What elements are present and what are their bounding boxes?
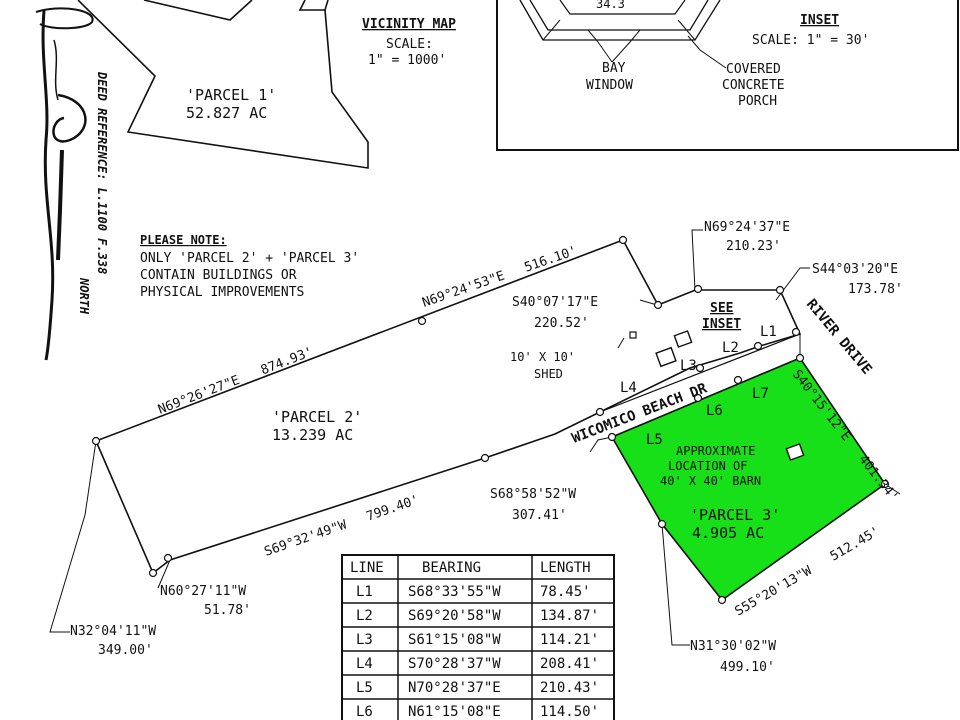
inset-box bbox=[496, 0, 959, 151]
course-4-length: 220.52' bbox=[534, 316, 589, 331]
inset-scale: SCALE: 1" = 30' bbox=[752, 33, 869, 48]
course-12-bearing: N31°30'02"W bbox=[690, 639, 776, 654]
barn-label-3: 40' X 40' BARN bbox=[660, 474, 761, 488]
deed-reference: DEED REFERENCE: L.1100 F.338 bbox=[95, 71, 109, 274]
parcel-1-name: 'PARCEL 1' bbox=[186, 86, 276, 104]
course-8-length: 799.40' bbox=[365, 493, 422, 525]
shed-label-2: SHED bbox=[534, 367, 563, 381]
course-7-bearing: S68°58'52"W bbox=[490, 487, 576, 502]
course-9-length: 512.45' bbox=[828, 524, 883, 564]
line-label-l4: L4 bbox=[620, 380, 637, 396]
parcel-2-outline bbox=[95, 239, 802, 575]
deed-reference-graphic bbox=[35, 7, 94, 361]
note-title: PLEASE NOTE: bbox=[140, 233, 227, 247]
bay-window-label-1: BAY bbox=[602, 61, 626, 76]
course-1-bearing: N69°24'37"E bbox=[704, 220, 790, 235]
line-label-l3: L3 bbox=[680, 358, 697, 374]
course-5-bearing: N69°26'27"E bbox=[156, 373, 242, 418]
course-2-length: 173.78' bbox=[848, 282, 903, 297]
see-inset-2: INSET bbox=[702, 317, 741, 332]
course-10-length: 51.78' bbox=[204, 603, 251, 618]
line-label-l1: L1 bbox=[760, 324, 777, 340]
survey-points bbox=[91, 235, 890, 605]
parcel-3-area: 4.905 AC bbox=[692, 524, 764, 542]
inset-dimension: 34.3 bbox=[596, 0, 625, 11]
parcel-1-outline bbox=[77, 0, 369, 169]
table-row-1-bearing: S68°33'55"W bbox=[408, 584, 501, 600]
vicinity-map-title: VICINITY MAP bbox=[362, 17, 456, 32]
table-row-2-length: 134.87' bbox=[540, 608, 599, 624]
line-table: LINE BEARING LENGTH L1 S68°33'55"W 78.45… bbox=[350, 560, 599, 720]
table-row-3-length: 114.21' bbox=[540, 632, 599, 648]
vicinity-map-scale-label: SCALE: bbox=[386, 37, 433, 52]
line-label-l5: L5 bbox=[646, 432, 663, 448]
table-row-4-line: L4 bbox=[356, 656, 373, 672]
vicinity-map-scale-value: 1" = 1000' bbox=[368, 53, 446, 68]
line-table-grid bbox=[341, 554, 615, 720]
table-row-5-length: 210.43' bbox=[540, 680, 599, 696]
river-drive-label: RIVER DRIVE bbox=[803, 296, 875, 377]
table-row-3-bearing: S61°15'08"W bbox=[408, 632, 501, 648]
course-11-bearing: N32°04'11"W bbox=[70, 624, 156, 639]
porch-label-3: PORCH bbox=[738, 94, 777, 109]
table-row-5-line: L5 bbox=[356, 680, 373, 696]
table-row-4-length: 208.41' bbox=[540, 656, 599, 672]
note-line-1: ONLY 'PARCEL 2' + 'PARCEL 3' bbox=[140, 251, 359, 266]
porch-label-1: COVERED bbox=[726, 62, 781, 77]
see-inset-1: SEE bbox=[710, 301, 733, 316]
course-11-length: 349.00' bbox=[98, 643, 153, 658]
course-7-length: 307.41' bbox=[512, 508, 567, 523]
table-row-4-bearing: S70°28'37"W bbox=[408, 656, 501, 672]
table-row-1-length: 78.45' bbox=[540, 584, 591, 600]
shed-label-1: 10' X 10' bbox=[510, 350, 575, 364]
table-header-length: LENGTH bbox=[540, 560, 591, 576]
course-4-bearing: S40°07'17"E bbox=[512, 295, 598, 310]
barn-label-2: LOCATION OF bbox=[668, 459, 747, 473]
parcel-1-area: 52.827 AC bbox=[186, 104, 267, 122]
note-line-2: CONTAIN BUILDINGS OR bbox=[140, 268, 297, 283]
parcel-3-name: 'PARCEL 3' bbox=[690, 506, 780, 524]
parcel-2-name: 'PARCEL 2' bbox=[272, 408, 362, 426]
course-1-length: 210.23' bbox=[726, 239, 781, 254]
table-header-line: LINE bbox=[350, 560, 384, 576]
table-row-2-bearing: S69°20'58"W bbox=[408, 608, 501, 624]
table-row-1-line: L1 bbox=[356, 584, 373, 600]
table-row-5-bearing: N70°28'37"E bbox=[408, 680, 501, 696]
inset-title: INSET bbox=[800, 13, 839, 28]
porch-label-2: CONCRETE bbox=[722, 78, 785, 93]
course-3-length: 516.10' bbox=[523, 244, 580, 276]
course-8-bearing: S69°32'49"W bbox=[262, 518, 348, 560]
table-row-2-line: L2 bbox=[356, 608, 373, 624]
course-5-length: 874.93' bbox=[259, 345, 316, 379]
table-row-3-line: L3 bbox=[356, 632, 373, 648]
table-row-6-line: L6 bbox=[356, 704, 373, 720]
course-2-bearing: S44°03'20"E bbox=[812, 262, 898, 277]
line-label-l7: L7 bbox=[752, 386, 769, 402]
table-header-bearing: BEARING bbox=[422, 560, 481, 576]
bay-window-label-2: WINDOW bbox=[586, 78, 633, 93]
course-10-bearing: N60°27'11"W bbox=[160, 584, 246, 599]
north-label: NORTH bbox=[77, 277, 91, 315]
line-label-l6: L6 bbox=[706, 403, 723, 419]
table-row-6-bearing: N61°15'08"E bbox=[408, 704, 501, 720]
barn-label-1: APPROXIMATE bbox=[676, 444, 755, 458]
course-12-length: 499.10' bbox=[720, 660, 775, 675]
building-symbols bbox=[629, 330, 805, 461]
line-label-l2: L2 bbox=[722, 340, 739, 356]
note-line-3: PHYSICAL IMPROVEMENTS bbox=[140, 285, 304, 300]
table-row-6-length: 114.50' bbox=[540, 704, 599, 720]
parcel-2-area: 13.239 AC bbox=[272, 426, 353, 444]
